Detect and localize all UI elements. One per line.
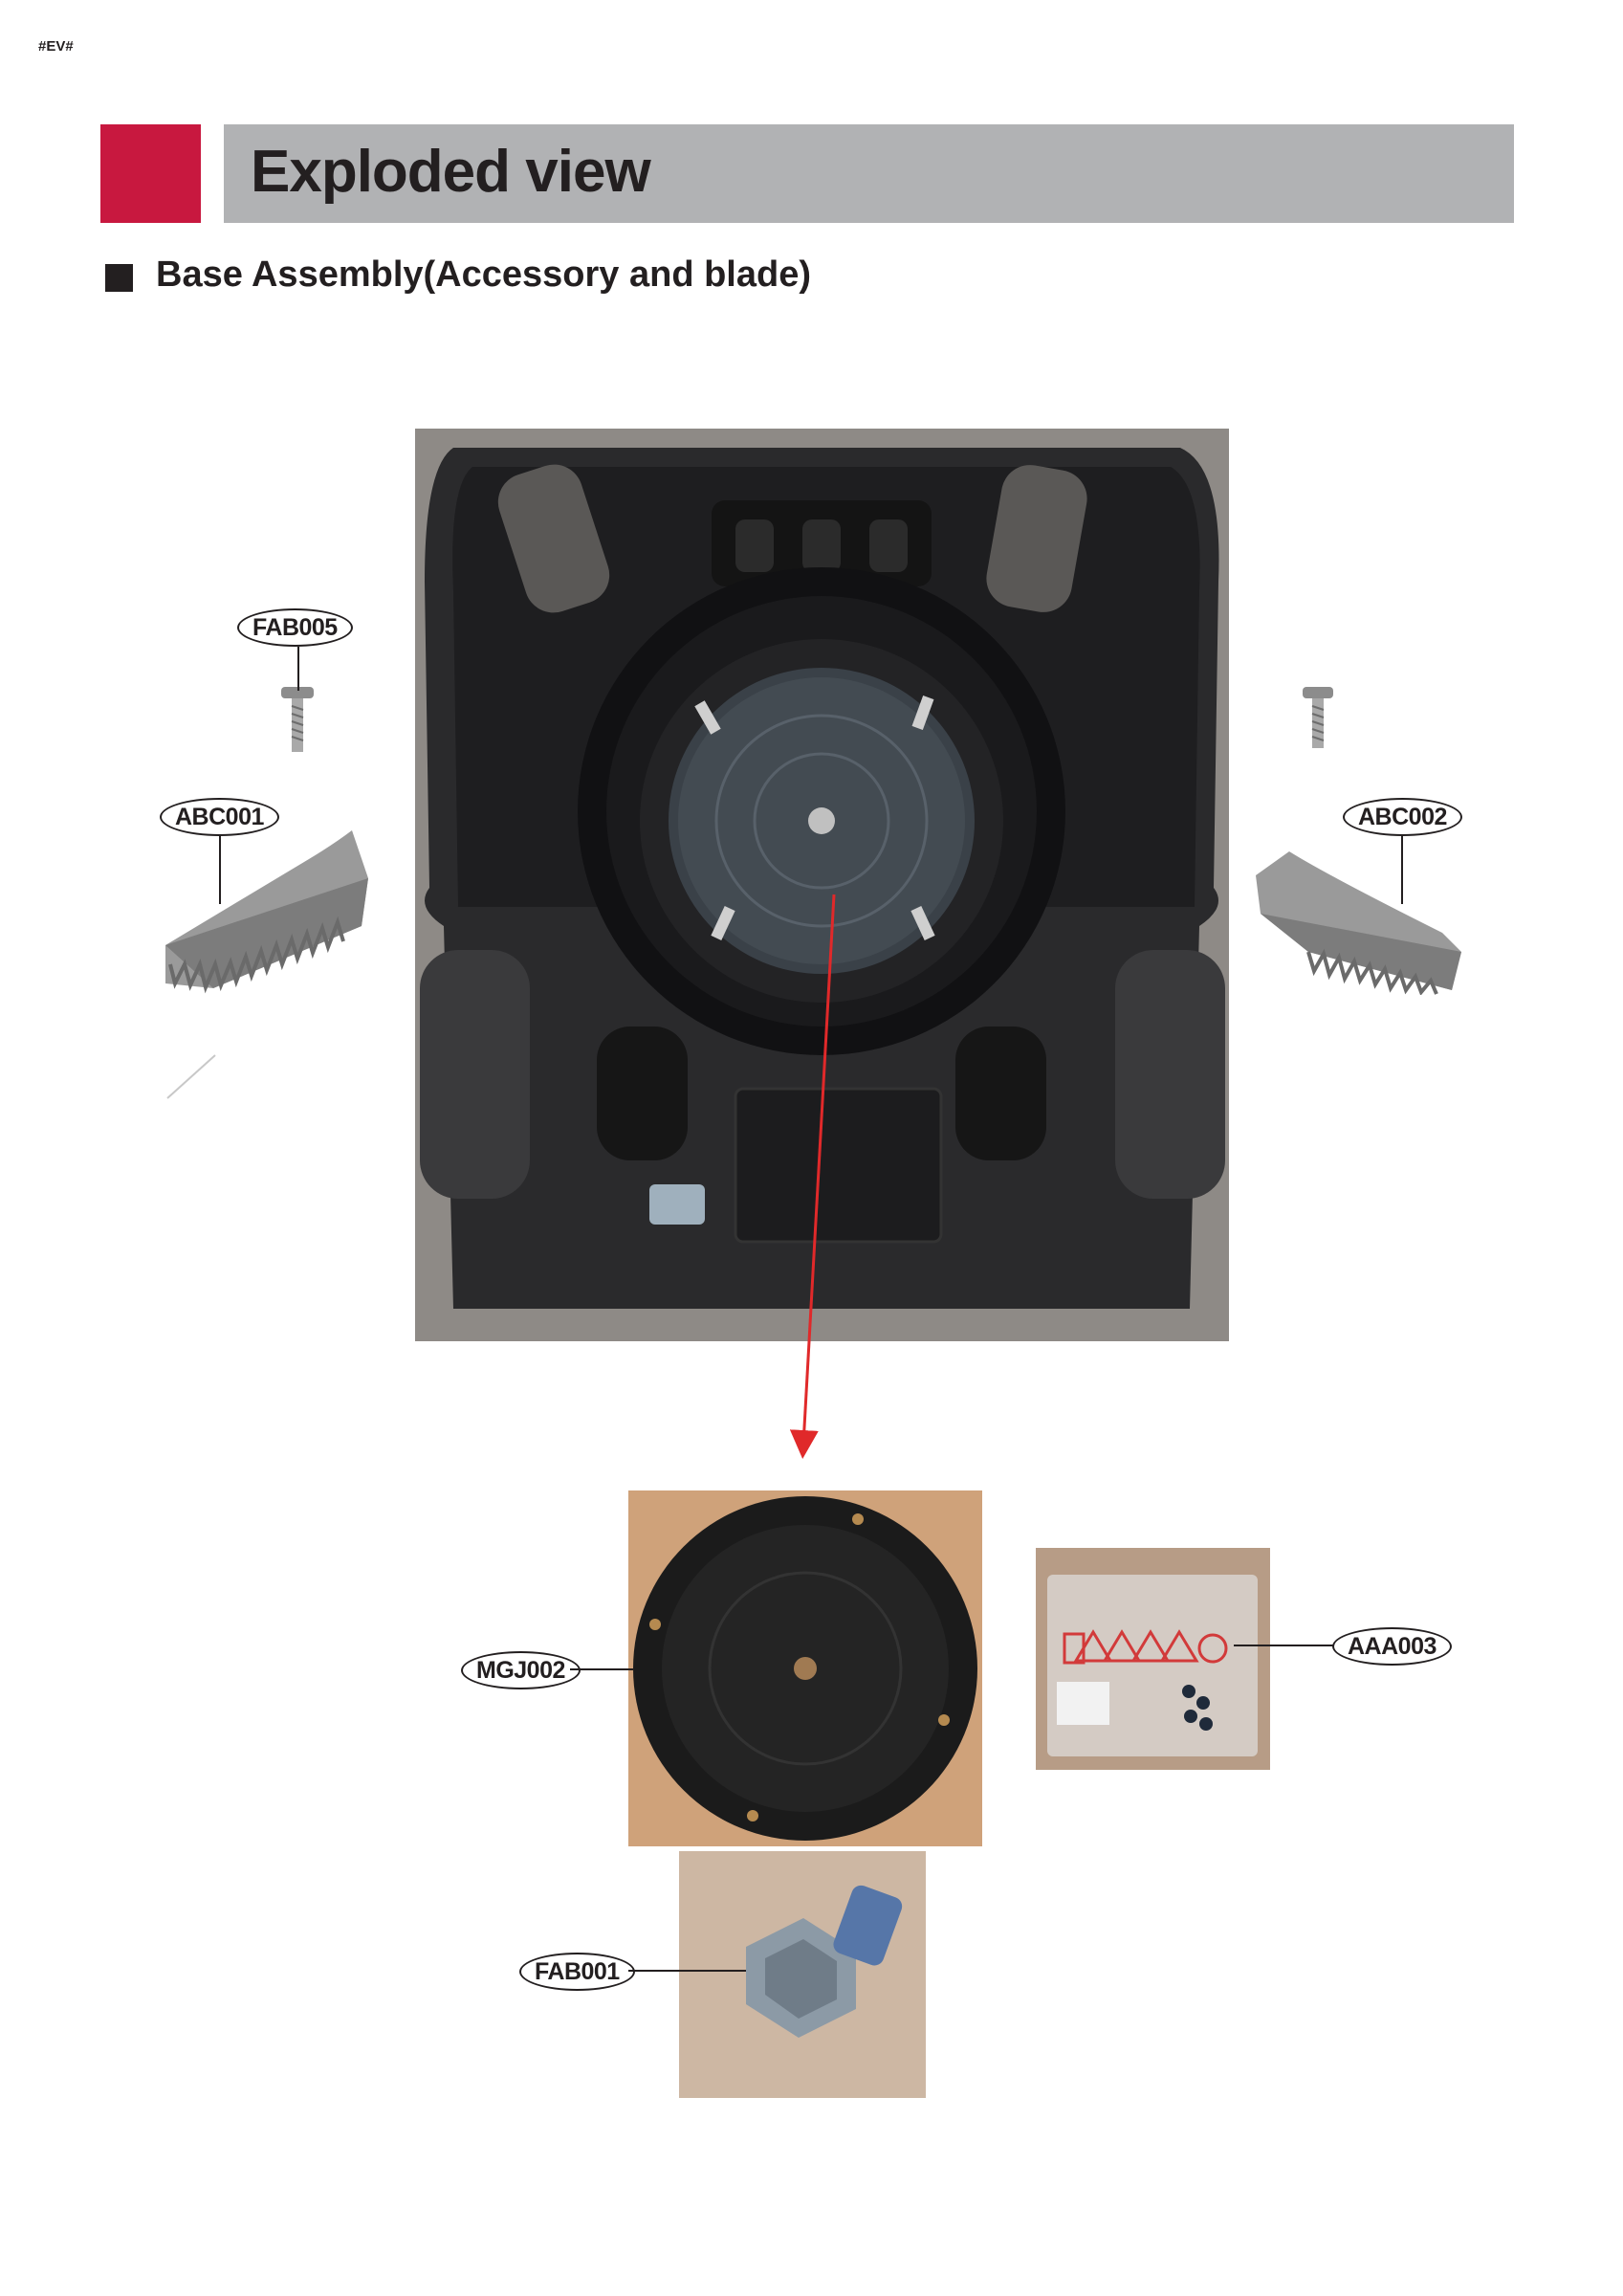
fab001-bolt-photo bbox=[679, 1851, 926, 2098]
title-bar bbox=[224, 124, 1514, 223]
callout-aaa003: AAA003 bbox=[1332, 1627, 1452, 1666]
callout-mgj002: MGJ002 bbox=[461, 1651, 581, 1689]
abc001-skid-photo bbox=[156, 821, 371, 998]
document-tag: #EV# bbox=[38, 38, 74, 55]
callout-abc002: ABC002 bbox=[1343, 798, 1462, 836]
mgj002-blade-disc-photo bbox=[628, 1490, 982, 1846]
shadow-line-left bbox=[163, 1050, 220, 1103]
fab005-screw-right-photo bbox=[1299, 687, 1337, 752]
aaa003-accessory-bag-photo bbox=[1036, 1548, 1270, 1770]
callout-fab001: FAB001 bbox=[519, 1953, 635, 1991]
mower-base-photo bbox=[415, 429, 1229, 1341]
callout-abc001: ABC001 bbox=[160, 798, 279, 836]
page-title: Exploded view bbox=[251, 139, 651, 205]
fab005-screw-left-photo bbox=[277, 687, 318, 756]
section-title: Base Assembly(Accessory and blade) bbox=[156, 254, 812, 295]
section-bullet bbox=[105, 264, 133, 292]
abc002-skid-photo bbox=[1251, 847, 1466, 995]
title-accent-block bbox=[100, 124, 201, 223]
callout-fab005: FAB005 bbox=[237, 608, 353, 647]
